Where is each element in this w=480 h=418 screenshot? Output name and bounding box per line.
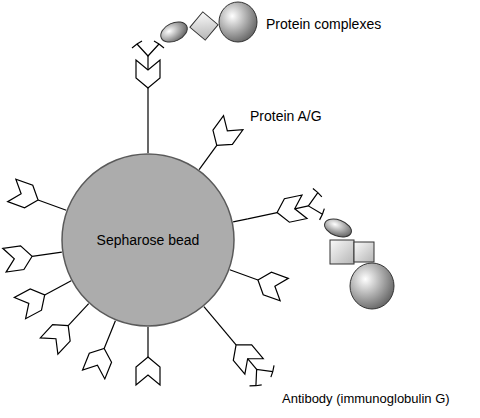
protein-ag	[40, 295, 97, 354]
part-label: Antibody (immunoglobulin G)	[282, 390, 450, 407]
bead-node: Sepharose bead	[61, 153, 235, 327]
protein-ag	[136, 327, 160, 385]
antibody-assembly	[230, 187, 327, 237]
protein-ag	[14, 270, 76, 318]
part-label: Protein complexes	[266, 16, 381, 33]
part-label: Protein A/G	[250, 108, 322, 125]
protein-ag	[8, 179, 71, 221]
protein-ag	[189, 116, 243, 177]
protein-ag	[3, 240, 64, 272]
protein-complex	[158, 2, 257, 46]
bead-circle	[62, 154, 234, 326]
node-text: Sepharose bead	[97, 232, 200, 249]
protein-ag	[226, 258, 289, 300]
antibody-assembly	[192, 296, 279, 391]
antibody-assembly	[132, 41, 164, 153]
protein-complex	[322, 216, 394, 309]
protein-ag	[83, 316, 127, 379]
